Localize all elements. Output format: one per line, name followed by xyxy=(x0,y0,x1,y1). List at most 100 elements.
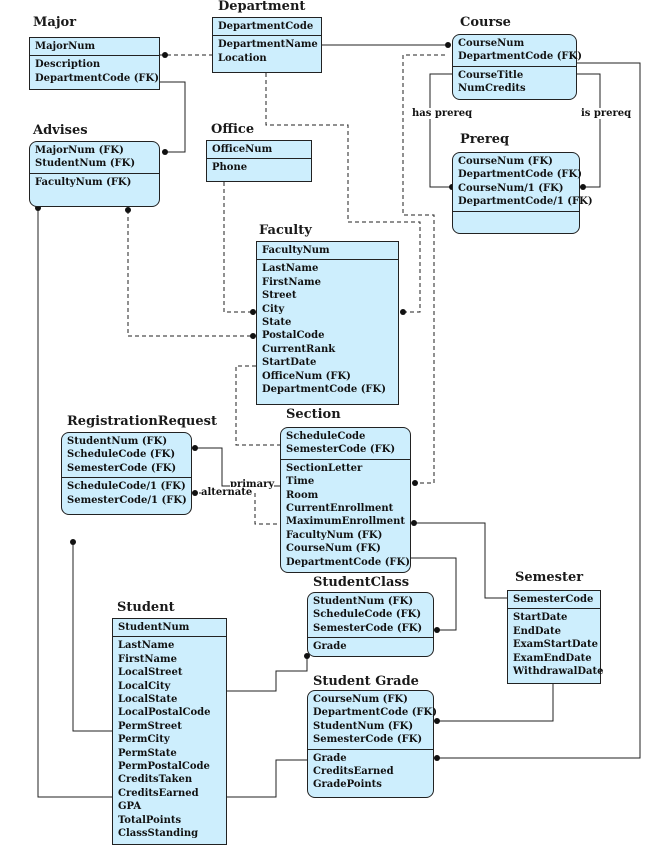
attribute: ScheduleCode/1 (FK) xyxy=(67,481,186,493)
end-dot xyxy=(192,445,198,451)
key-attribute: DepartmentCode (FK) xyxy=(458,51,582,63)
key-attribute: ScheduleCode (FK) xyxy=(313,609,422,621)
attribute: PostalCode xyxy=(262,330,325,342)
key-attribute: CourseNum xyxy=(458,38,525,49)
label-has-prereq: has prereq xyxy=(412,108,473,119)
key-section: DepartmentCode xyxy=(213,18,321,37)
key-attribute: StudentNum xyxy=(118,622,190,633)
entity-registration-request[interactable]: StudentNum (FK)ScheduleCode (FK)Semester… xyxy=(61,432,192,515)
end-dot xyxy=(250,309,256,315)
end-dot xyxy=(434,718,440,724)
entity-advises[interactable]: MajorNum (FK)StudentNum (FK)FacultyNum (… xyxy=(29,141,160,207)
key-section: MajorNum xyxy=(30,38,159,57)
attribute: StartDate xyxy=(262,357,317,369)
end-dot xyxy=(434,627,440,633)
section-title: Section xyxy=(286,407,341,422)
attribute: FacultyNum (FK) xyxy=(35,176,132,188)
rel-course-section xyxy=(402,54,445,484)
attribute: Street xyxy=(262,290,297,302)
office-title: Office xyxy=(211,122,255,137)
attribute: FacultyNum (FK) xyxy=(286,529,383,541)
rel-faculty-section xyxy=(235,365,280,446)
end-dot xyxy=(162,149,168,155)
attribute: TotalPoints xyxy=(118,814,182,826)
attribute: CurrentEnrollment xyxy=(286,503,394,515)
attribute: SemesterCode/1 (FK) xyxy=(67,494,187,506)
key-attribute: SemesterCode (FK) xyxy=(67,462,177,474)
attribute: CurrentRank xyxy=(262,343,336,355)
attribute: PermStreet xyxy=(118,720,182,732)
attribute: DepartmentName xyxy=(218,39,318,51)
attribute: StartDate xyxy=(513,612,568,624)
end-dot xyxy=(192,490,198,496)
label-is-prereq: is prereq xyxy=(581,108,632,119)
key-attribute: OfficeNum xyxy=(212,144,273,155)
rel-student-studentgrade xyxy=(227,759,308,798)
key-attribute: MajorNum xyxy=(35,41,96,52)
attribute: DepartmentCode (FK) xyxy=(286,556,410,568)
rel-student-studentclass xyxy=(227,656,308,692)
attribute: WithdrawalDate xyxy=(513,666,604,678)
key-section: StudentNum xyxy=(113,619,226,638)
attribute: PermPostalCode xyxy=(118,761,210,773)
attribute: GradePoints xyxy=(313,779,382,791)
key-attribute: DepartmentCode (FK) xyxy=(458,169,582,181)
end-dot xyxy=(162,52,168,58)
entity-student-class[interactable]: StudentNum (FK)ScheduleCode (FK)Semester… xyxy=(307,592,434,657)
key-section: FacultyNum xyxy=(257,242,398,261)
student-grade-title: Student Grade xyxy=(313,674,419,689)
label-primary: primary xyxy=(230,479,275,490)
attribute: FirstName xyxy=(118,653,177,665)
end-dot xyxy=(412,480,418,486)
key-attribute: DepartmentCode (FK) xyxy=(313,707,437,719)
student-title: Student xyxy=(117,600,175,615)
attribute: LastName xyxy=(118,640,175,652)
key-section: SemesterCode xyxy=(508,591,600,610)
rel-student-advises xyxy=(37,208,112,798)
key-attribute: SemesterCode (FK) xyxy=(313,734,423,746)
attribute: Location xyxy=(218,52,267,64)
key-attribute: CourseNum (FK) xyxy=(313,694,408,705)
entity-student-grade[interactable]: CourseNum (FK)DepartmentCode (FK)Student… xyxy=(307,690,437,798)
end-dot xyxy=(445,42,451,48)
course-title: Course xyxy=(460,15,511,30)
attribute: ExamStartDate xyxy=(513,639,598,651)
major-title: Major xyxy=(33,15,77,30)
attribute: Phone xyxy=(212,162,248,174)
student-class-title: StudentClass xyxy=(313,575,410,590)
rel-major-advises xyxy=(160,81,186,153)
key-section: CourseNum (FK)DepartmentCode (FK)CourseN… xyxy=(453,153,593,212)
faculty-title: Faculty xyxy=(259,223,312,238)
key-section: OfficeNum xyxy=(207,141,311,160)
key-attribute: SemesterCode (FK) xyxy=(286,444,396,456)
attribute: Time xyxy=(286,476,315,488)
attribute: FirstName xyxy=(262,276,321,288)
end-dot xyxy=(70,539,76,545)
attribute: Description xyxy=(35,59,101,71)
label-alternate: alternate xyxy=(201,487,253,498)
key-section: StudentNum (FK)ScheduleCode (FK)Semester… xyxy=(308,593,433,639)
entity-prereq[interactable]: CourseNum (FK)DepartmentCode (FK)CourseN… xyxy=(452,152,593,234)
key-attribute: SemesterCode (FK) xyxy=(313,622,423,634)
attribute: NumCredits xyxy=(458,83,526,95)
key-attribute: MajorNum (FK) xyxy=(35,145,124,156)
